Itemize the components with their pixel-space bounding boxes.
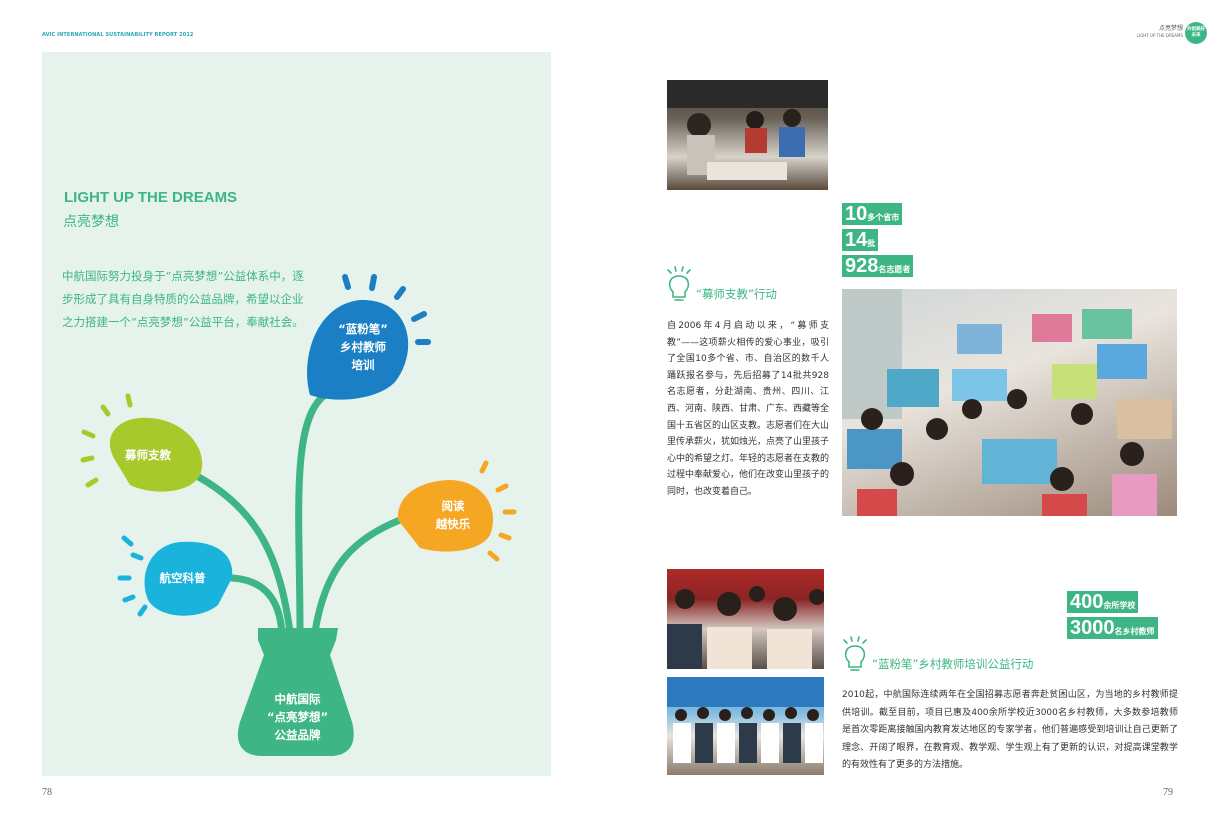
stat-unit: 多个省市 [867,213,900,222]
bulb-label-teach: 募师支教 [125,448,171,462]
stat-unit: 批 [867,239,876,248]
stat-volunteers: 928名志愿者 [842,255,914,277]
stat-number: 928 [845,255,879,277]
dream-tree-illustration [80,274,517,756]
page-title-en: LIGHT UP THE DREAMS [64,189,238,206]
stat-number: 400 [1070,591,1104,613]
bulb-label-line: 越快乐 [435,517,471,531]
bulb-teach [80,393,203,492]
page-number-left: 78 [42,787,52,798]
stat-unit: 名志愿者 [878,265,911,274]
bulb-label-pink-chalk: “蓝粉笔” 乡村教师 培训 [318,320,408,374]
page-number-right: 79 [1163,787,1173,798]
bulb-label-line: 乡村教师 [340,340,386,354]
page-title-zh: 点亮梦想 [63,214,119,230]
stat-number: 14 [845,229,868,251]
bulb-read [397,460,517,562]
section-header-right: 点亮梦想 LIGHT UP THE DREAMS [1137,25,1183,38]
stem-teach [191,471,294,636]
bulb-label-read: 阅读 越快乐 [418,497,488,533]
stat-number: 3000 [1070,617,1115,639]
bulb-aviation [117,535,233,617]
section-header-zh: 点亮梦想 [1158,25,1183,32]
photo-teacher-training-audience [667,569,824,669]
stat-provinces: 10多个省市 [842,203,903,225]
stat-unit: 名乡村教师 [1114,627,1155,636]
intro-paragraph: 中航国际努力投身于“点亮梦想”公益体系中，逐步形成了具有自身特质的公益品牌，希望… [62,269,304,329]
bulb-label-line: “蓝粉笔” [338,322,388,336]
stem-read [311,516,404,636]
stat-schools: 400余所学校 [1067,591,1139,613]
lightbulb-icon [667,266,691,301]
photo-group-ceremony [667,677,824,775]
photo-children-drawings [842,289,1177,516]
vase-label-line: 公益品牌 [274,728,321,742]
photo-audience-art [667,586,824,669]
brand-vase [237,628,354,756]
report-header-left: AVIC INTERNATIONAL SUSTAINABILITY REPORT… [42,32,194,38]
section-title-pink-chalk: “蓝粉笔”乡村教师培训公益行动 [872,657,1034,671]
stem-pink-chalk [295,391,329,634]
vase-label-line: 中航国际 [274,692,321,706]
photo-classroom-teaching [667,80,828,190]
stat-number: 10 [845,203,868,225]
bulb-pink-chalk [307,274,431,400]
stat-unit: 余所学校 [1103,601,1136,610]
lightbulb-icon [843,636,867,671]
photo-ceremony-art [667,677,824,763]
photo-children-art [842,289,1172,516]
photo-classroom-art [667,80,828,180]
section-header-en: LIGHT UP THE DREAMS [1136,33,1183,38]
vase-label: 中航国际 “点亮梦想” 公益品牌 [250,690,345,744]
bulb-label-line: 培训 [351,358,375,372]
section-body-teach: 自2006年4月启动以来，“募师支教”——这项薪火相传的爱心事业，吸引了全国10… [667,321,830,497]
stat-teachers: 3000名乡村教师 [1067,617,1158,639]
vase-label-line: “点亮梦想” [266,710,329,724]
stat-batches: 14批 [842,229,879,251]
section-title-teach: “募师支教”行动 [696,287,777,301]
bulb-label-aviation: 航空科普 [159,571,206,585]
stem-aviation [228,574,286,638]
chapter-badge: 共创美好未来 [1185,22,1207,44]
bulb-label-line: 阅读 [441,499,465,513]
section-body-pink-chalk: 2010起，中航国际连续两年在全国招募志愿者奔赴贫困山区，为当地的乡村教师提供培… [842,690,1178,771]
